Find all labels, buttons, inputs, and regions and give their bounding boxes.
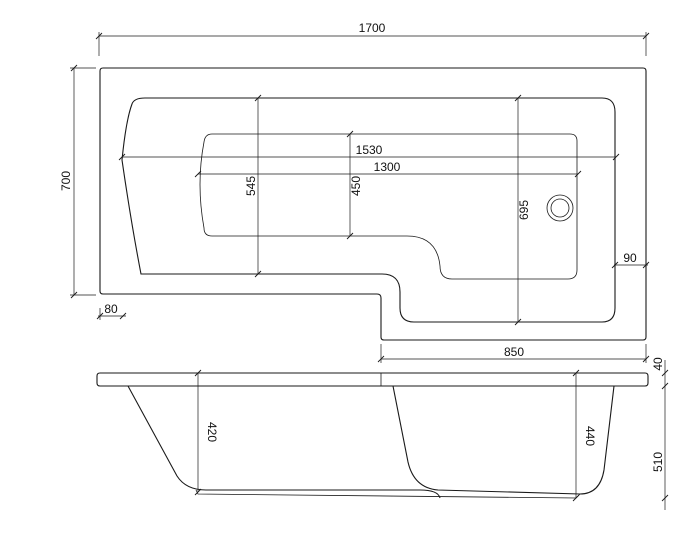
tick-1700-left	[95, 32, 103, 40]
plan-dimensions: 1700 700 1530 1300 545 450 695	[59, 21, 650, 363]
tick-440-top	[572, 369, 580, 377]
tick-40-bottom	[661, 382, 669, 390]
tick-695-bottom	[514, 318, 522, 326]
plan-outer-rim	[99, 67, 647, 341]
elevation-left-body	[127, 385, 441, 499]
elevation-dimensions: 420 440 40 510	[194, 357, 669, 510]
plan-view	[99, 67, 647, 341]
tick-40-top	[661, 369, 669, 377]
elevation-rim-slab	[96, 372, 649, 387]
tick-440-bottom	[572, 494, 580, 502]
tick-1300-right	[574, 170, 582, 178]
tick-700-top	[70, 64, 78, 72]
tick-80-left	[96, 312, 104, 320]
tick-695-top	[514, 94, 522, 102]
elevation-base	[195, 489, 581, 499]
label-40: 40	[651, 357, 665, 371]
tick-545-bottom	[254, 270, 262, 278]
plan-basin-floor	[199, 133, 578, 280]
label-700: 700	[59, 171, 73, 191]
tick-545-top	[254, 94, 262, 102]
label-850: 850	[504, 345, 524, 359]
tick-1300-left	[194, 170, 202, 178]
label-420: 420	[205, 422, 219, 442]
label-510: 510	[651, 452, 665, 472]
waste-outlet-inner	[550, 198, 570, 218]
tick-700-bottom	[70, 291, 78, 299]
label-440: 440	[583, 426, 597, 446]
label-1300: 1300	[374, 160, 401, 174]
label-80: 80	[104, 302, 118, 316]
label-1530: 1530	[356, 143, 383, 157]
label-90: 90	[623, 251, 637, 265]
plan-inner-rim	[121, 97, 616, 323]
elevation-right-body	[392, 385, 615, 495]
tick-510-bottom	[661, 494, 669, 502]
tick-1700-right	[642, 32, 650, 40]
label-1700: 1700	[359, 21, 386, 35]
tick-450-bottom	[346, 232, 354, 240]
tick-1530-left	[118, 153, 126, 161]
tick-450-top	[346, 130, 354, 138]
label-695: 695	[517, 200, 531, 220]
tick-850-right	[642, 355, 650, 363]
tick-1530-right	[612, 153, 620, 161]
tick-850-left	[377, 355, 385, 363]
label-545: 545	[244, 176, 258, 196]
tick-420-top	[194, 369, 202, 377]
waste-outlet-outer	[546, 194, 574, 222]
side-elevation	[96, 372, 649, 499]
tick-80-right	[119, 312, 127, 320]
label-450: 450	[349, 176, 363, 196]
tick-90-left	[611, 261, 619, 269]
tick-90-right	[642, 261, 650, 269]
tick-420-bottom	[194, 488, 202, 496]
